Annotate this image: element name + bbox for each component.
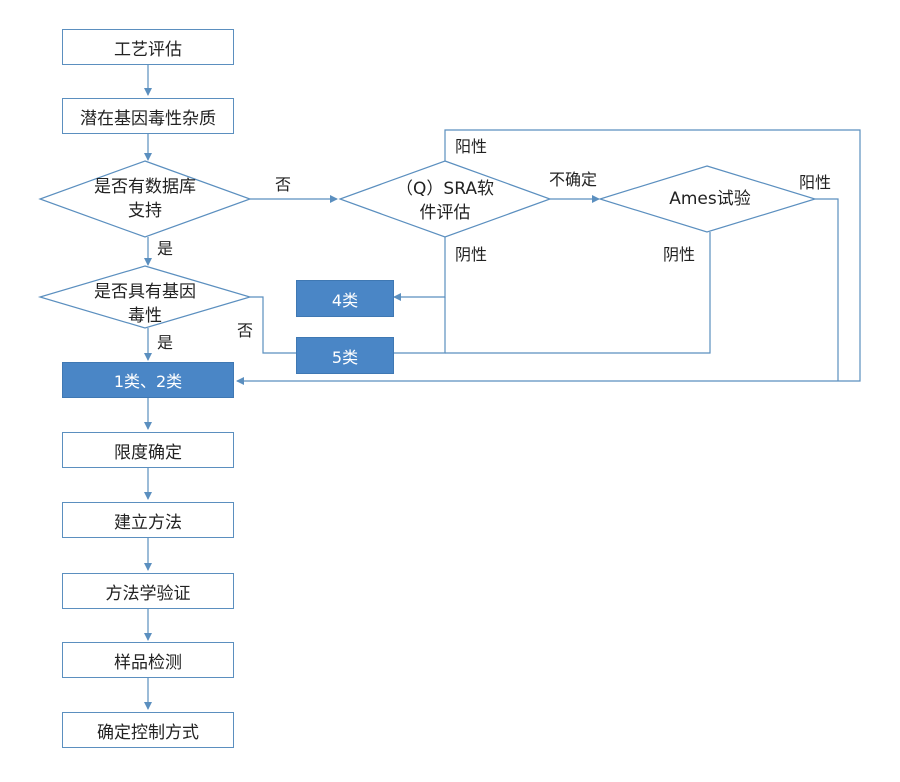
line-ames-negative — [445, 232, 711, 354]
step-limit-determination: 限度确定 — [62, 432, 234, 468]
decision-database-line1: 是否有数据库 — [94, 177, 196, 197]
step-process-evaluation: 工艺评估 — [62, 29, 234, 65]
decision-database-line2: 支持 — [128, 201, 162, 221]
decision-ames-shape — [597, 165, 818, 233]
decision-genotoxic-line2: 毒性 — [128, 306, 162, 326]
line-ames-positive — [815, 198, 839, 381]
decision-genotoxic-shape — [37, 265, 253, 329]
step-class-5: 5类 — [296, 337, 394, 374]
decision-database-shape — [38, 160, 252, 238]
decision-ames-line1: Ames试验 — [669, 189, 751, 209]
arrow-qsar-negative-to-class5 — [394, 297, 446, 354]
step-class-4: 4类 — [296, 280, 394, 317]
decision-qsar-line2: 件评估 — [419, 203, 471, 223]
edge-label-ames-positive: 阳性 — [799, 173, 832, 192]
decision-qsar-line1: （Q）SRA软 — [396, 179, 494, 199]
step-sample-testing: 样品检测 — [62, 642, 234, 678]
decision-qsar: （Q）SRA软 件评估 — [360, 177, 530, 225]
edge-label-database-no: 否 — [275, 175, 292, 194]
decision-genotoxic-line1: 是否具有基因 — [94, 282, 196, 302]
step-control-strategy: 确定控制方式 — [62, 712, 234, 748]
edge-label-qsar-negative: 阴性 — [455, 245, 488, 264]
edge-label-ames-negative: 阴性 — [663, 245, 696, 264]
step-establish-method: 建立方法 — [62, 502, 234, 538]
step-potential-impurity: 潜在基因毒性杂质 — [62, 98, 234, 134]
decision-genotoxic-alert: 是否具有基因 毒性 — [60, 280, 230, 328]
step-class-1-2: 1类、2类 — [62, 362, 234, 398]
decision-ames: Ames试验 — [630, 187, 790, 211]
edge-label-qsar-uncertain: 不确定 — [549, 170, 598, 189]
edge-label-genotoxic-no: 否 — [237, 321, 254, 340]
step-method-validation: 方法学验证 — [62, 573, 234, 609]
edge-label-qsar-positive: 阳性 — [455, 137, 488, 156]
decision-database-support: 是否有数据库 支持 — [60, 175, 230, 223]
edge-label-genotoxic-yes: 是 — [157, 333, 174, 352]
arrow-qsar-negative-to-class4 — [393, 237, 446, 301]
arrow-qsar-positive-loop — [236, 129, 861, 385]
edge-label-database-yes: 是 — [157, 239, 174, 258]
